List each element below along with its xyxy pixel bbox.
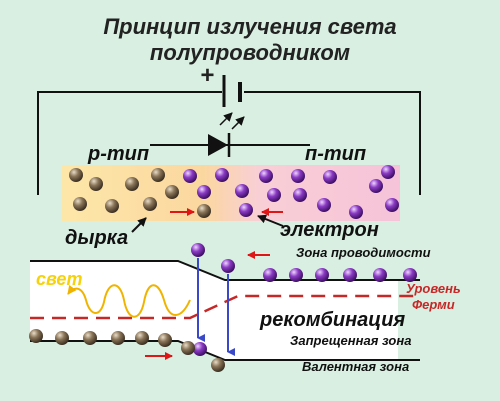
photon-wave-icon — [67, 284, 191, 318]
n-type-label: п-тип — [305, 143, 366, 165]
title-line-2: полупроводником — [150, 40, 350, 65]
hole-pointer-arrow — [131, 217, 147, 233]
fermi-level-label-line-1: Уровень — [406, 281, 461, 296]
p-region-holes — [69, 168, 211, 218]
conduction-band-electrons — [191, 243, 417, 356]
led-diode-icon — [150, 112, 310, 157]
electron-label: электрон — [280, 219, 379, 241]
forbidden-zone-label: Запрещенная зона — [290, 333, 411, 348]
valence-band-holes — [29, 329, 225, 372]
p-type-label: р-тип — [87, 143, 149, 165]
fermi-level-label-line-2: Ферми — [412, 297, 455, 312]
recombination-label: рекомбинация — [259, 309, 405, 331]
valence-zone-label: Валентная зона — [302, 359, 409, 374]
conduction-zone-label: Зона проводимости — [296, 245, 431, 260]
light-label: свет — [36, 269, 82, 289]
n-region-electrons — [183, 165, 399, 219]
electron-pointer-arrow — [257, 214, 284, 227]
title-line-1: Принцип излучения света — [103, 14, 396, 39]
battery-icon — [222, 75, 242, 107]
hole-label: дырка — [65, 227, 128, 249]
pn-junction-block — [62, 165, 400, 221]
battery-plus-sign: + — [200, 62, 214, 89]
circuit-wires — [37, 91, 421, 195]
fermi-level-line — [30, 294, 420, 320]
